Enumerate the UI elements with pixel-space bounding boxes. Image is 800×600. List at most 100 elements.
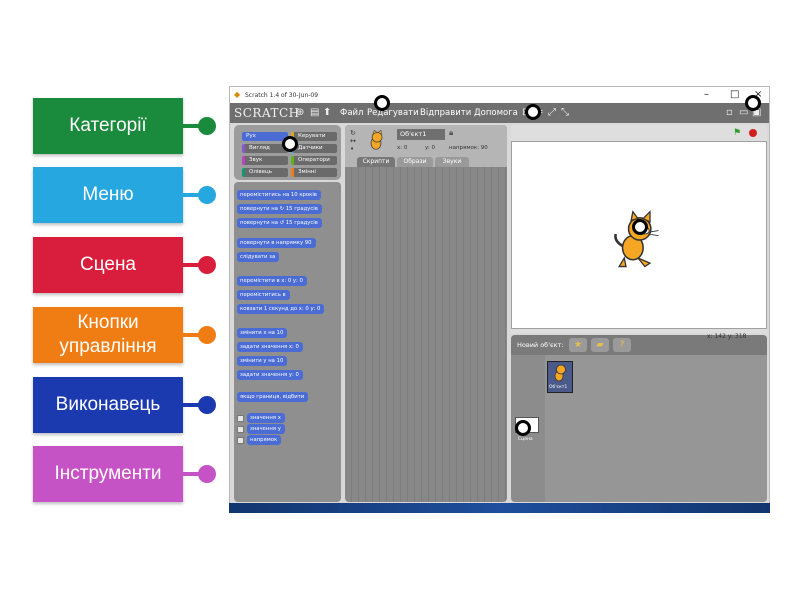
checkbox-y-position[interactable] — [237, 426, 244, 433]
sprite-name-field[interactable]: Об'єкт1 — [397, 129, 445, 140]
random-sprite-button[interactable]: ? — [613, 338, 631, 352]
marker-performer — [632, 219, 648, 235]
stop-icon[interactable] — [749, 129, 757, 137]
checkbox-direction[interactable] — [237, 437, 244, 444]
menu-bar: SCRATCH ⊕ ▤ ⬆ Файл Редагувати Відправити… — [230, 103, 769, 123]
connector-categories — [183, 124, 205, 128]
block-turn-left[interactable]: повернути на ↺ 15 градусів — [237, 218, 322, 228]
tab-costumes[interactable]: Образи — [397, 157, 433, 167]
paint-sprite-button[interactable]: ★ — [569, 338, 587, 352]
stage[interactable] — [511, 141, 767, 329]
lock-icon[interactable]: 🔒︎ — [449, 128, 454, 137]
sprite-list-panel: Новий об'єкт: ★ ▰ ? Об'єкт1 Сцена — [511, 335, 767, 502]
sprite-y: y: 0 — [425, 145, 435, 151]
small-stage-icon[interactable]: ▫ — [726, 107, 733, 118]
sprite-thumbnail[interactable]: Об'єкт1 — [547, 361, 573, 393]
marker-categories — [282, 136, 298, 152]
category-variables[interactable]: Змінні — [291, 168, 337, 177]
reporter-x-position[interactable]: значення x — [247, 413, 285, 423]
label-menu: Меню — [33, 167, 183, 223]
tab-sounds[interactable]: Звуки — [435, 157, 469, 167]
menu-item-file[interactable]: Файл — [340, 108, 364, 118]
close-button[interactable]: × — [754, 89, 763, 100]
label-categories: Категорії — [33, 98, 183, 154]
dot-categories — [198, 117, 216, 135]
connector-performer — [183, 403, 205, 407]
reporter-y-position[interactable]: значення у — [247, 424, 285, 434]
stage-thumbnail-label: Сцена — [518, 437, 533, 442]
new-sprite-label: Новий об'єкт: — [517, 341, 564, 349]
shrink-tool-icon[interactable]: ⤡ — [561, 107, 569, 118]
category-sensing[interactable]: Датчики — [291, 144, 337, 153]
block-change-x[interactable]: змінити х на 10 — [237, 328, 288, 338]
marker-stage — [515, 420, 531, 436]
block-move[interactable]: переміститись на 10 кроків — [237, 190, 321, 200]
rotate-style-icon[interactable]: ↻↔• — [350, 129, 356, 153]
scratch-logo: SCRATCH — [234, 106, 300, 120]
block-change-y[interactable]: змінити у на 10 — [237, 356, 288, 366]
title-bar: ◆ Scratch 1.4 of 30-Jun-09 – □ × — [230, 87, 769, 103]
window-title: Scratch 1.4 of 30-Jun-09 — [245, 92, 319, 99]
marker-menu — [374, 95, 390, 111]
save-icon[interactable]: ▤ — [310, 107, 320, 118]
sprite-info: ↻↔• Об'єкт1 🔒︎ x: 0 y: 0 напрямок: 90 Ск… — [345, 125, 507, 167]
new-sprite-bar: Новий об'єкт: ★ ▰ ? — [511, 335, 767, 355]
block-palette: переміститись на 10 кроків повернути на … — [234, 182, 341, 502]
dot-control-buttons — [198, 326, 216, 344]
sprite-thumbnails-area: Об'єкт1 — [545, 355, 767, 502]
minimize-button[interactable]: – — [704, 89, 709, 100]
category-panel: Рух Керувати Вигляд Датчики Звук Операто… — [234, 125, 341, 180]
maximize-button[interactable]: □ — [730, 89, 740, 100]
block-go-to-xy[interactable]: перемістити в х: 0 у: 0 — [237, 276, 307, 286]
label-control-buttons: Кнопки управління — [33, 307, 183, 363]
category-control[interactable]: Керувати — [291, 132, 337, 141]
connector-control-buttons — [183, 333, 205, 337]
menu-item-share[interactable]: Відправити — [420, 108, 472, 118]
share-icon[interactable]: ⬆ — [323, 107, 332, 118]
cat-app-icon: ◆ — [234, 90, 241, 99]
menu-item-edit[interactable]: Редагувати — [367, 108, 419, 118]
taskbar — [229, 503, 770, 513]
menu-item-help[interactable]: Допомога — [474, 108, 518, 118]
choose-sprite-button[interactable]: ▰ — [591, 338, 609, 352]
sprite-direction: напрямок: 90 — [449, 145, 488, 151]
block-bounce[interactable]: якщо границя, відбити — [237, 392, 309, 402]
sprite-x: x: 0 — [397, 145, 408, 151]
category-sound[interactable]: Звук — [242, 156, 288, 165]
dot-performer — [198, 396, 216, 414]
category-motion[interactable]: Рух — [242, 132, 288, 141]
category-looks[interactable]: Вигляд — [242, 144, 288, 153]
label-tools: Інструменти — [33, 446, 183, 502]
normal-stage-icon[interactable]: ▭ — [739, 107, 749, 118]
connector-tools — [183, 472, 205, 476]
block-set-y[interactable]: задати значення у: 0 — [237, 370, 303, 380]
marker-control-buttons — [745, 95, 761, 111]
sprite-thumbnail-cat — [554, 364, 566, 382]
checkbox-x-position[interactable] — [237, 415, 244, 422]
dot-menu — [198, 186, 216, 204]
label-stage: Сцена — [33, 237, 183, 293]
category-operators[interactable]: Оператори — [291, 156, 337, 165]
block-turn-right[interactable]: повернути на ↻ 15 градусів — [237, 204, 322, 214]
globe-icon[interactable]: ⊕ — [296, 107, 305, 118]
green-flag-icon[interactable]: ⚑ — [733, 128, 742, 138]
mouse-coords: x: 142 y: 318 — [707, 333, 747, 340]
scratch-window: ◆ Scratch 1.4 of 30-Jun-09 – □ × SCRATCH… — [229, 86, 770, 513]
block-set-x[interactable]: задати значення х: 0 — [237, 342, 303, 352]
block-point-towards[interactable]: слідувати за — [237, 252, 280, 262]
block-glide[interactable]: ковзати 1 секунд до х: 0 у: 0 — [237, 304, 325, 314]
presentation-mode-icon[interactable]: ▣ — [752, 107, 762, 118]
block-go-to[interactable]: переміститись в — [237, 290, 290, 300]
sprite-thumbnail-label: Об'єкт1 — [549, 385, 568, 390]
grow-tool-icon[interactable]: ⤢ — [548, 107, 556, 118]
scripts-area[interactable]: ↻↔• Об'єкт1 🔒︎ x: 0 y: 0 напрямок: 90 Ск… — [345, 125, 507, 502]
tab-scripts[interactable]: Скрипти — [357, 157, 395, 167]
marker-tools — [525, 104, 541, 120]
sprite-cat-thumbnail — [370, 130, 383, 150]
label-performer: Виконавець — [33, 377, 183, 433]
block-point-direction[interactable]: повернути в напрямку 90 — [237, 238, 316, 248]
connector-stage — [183, 263, 205, 267]
reporter-direction[interactable]: напрямок — [247, 435, 282, 445]
category-pen[interactable]: Олівець — [242, 168, 288, 177]
